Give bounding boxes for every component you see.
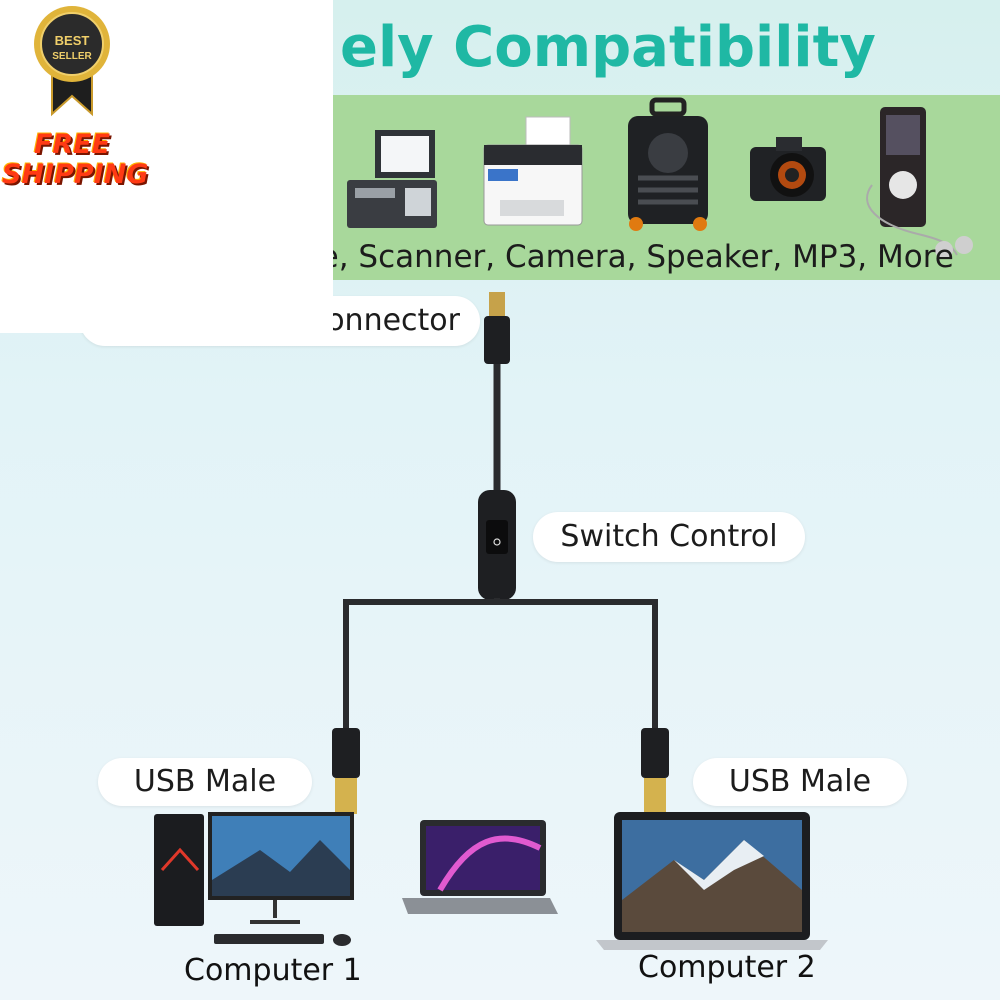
usb-a-right-tip [644,778,666,814]
free-shipping-line2: SHIPPING [2,159,149,190]
device-list-caption: ne, Scanner, Camera, Speaker, MP3, More [300,239,954,275]
speaker-icon [628,97,708,231]
usb-b-connector-tip [489,292,505,318]
switch-rocker [486,520,508,554]
usb-a-left-body [332,728,360,778]
mp3-player-icon [866,107,973,259]
computer-2-label: Computer 2 [638,950,816,985]
scanner-icon [347,130,437,228]
usb-b-connector-body [484,316,510,364]
printer-icon [483,116,583,226]
camera-icon [750,137,826,201]
computer-1-label: Computer 1 [184,953,362,988]
usb-a-left-tip [335,778,357,814]
macbook-icon [596,812,828,950]
free-shipping-badge: FREE SHIPPING [2,129,149,190]
cable-diagram [332,292,669,814]
best-seller-line1: BEST [55,33,90,48]
free-shipping-line1: FREE [33,129,111,160]
page-title: ely Compatibility [340,15,876,80]
best-seller-line2: SELLER [52,51,92,62]
switch-control-label: Switch Control [533,512,805,562]
laptop-icon [402,820,558,914]
usb-a-right-body [641,728,669,778]
desktop-computer-icon [154,812,354,946]
usb-male-right-label: USB Male [693,758,907,806]
best-seller-medal-icon: BEST SELLER [34,6,110,117]
usb-male-left-label: USB Male [98,758,312,806]
